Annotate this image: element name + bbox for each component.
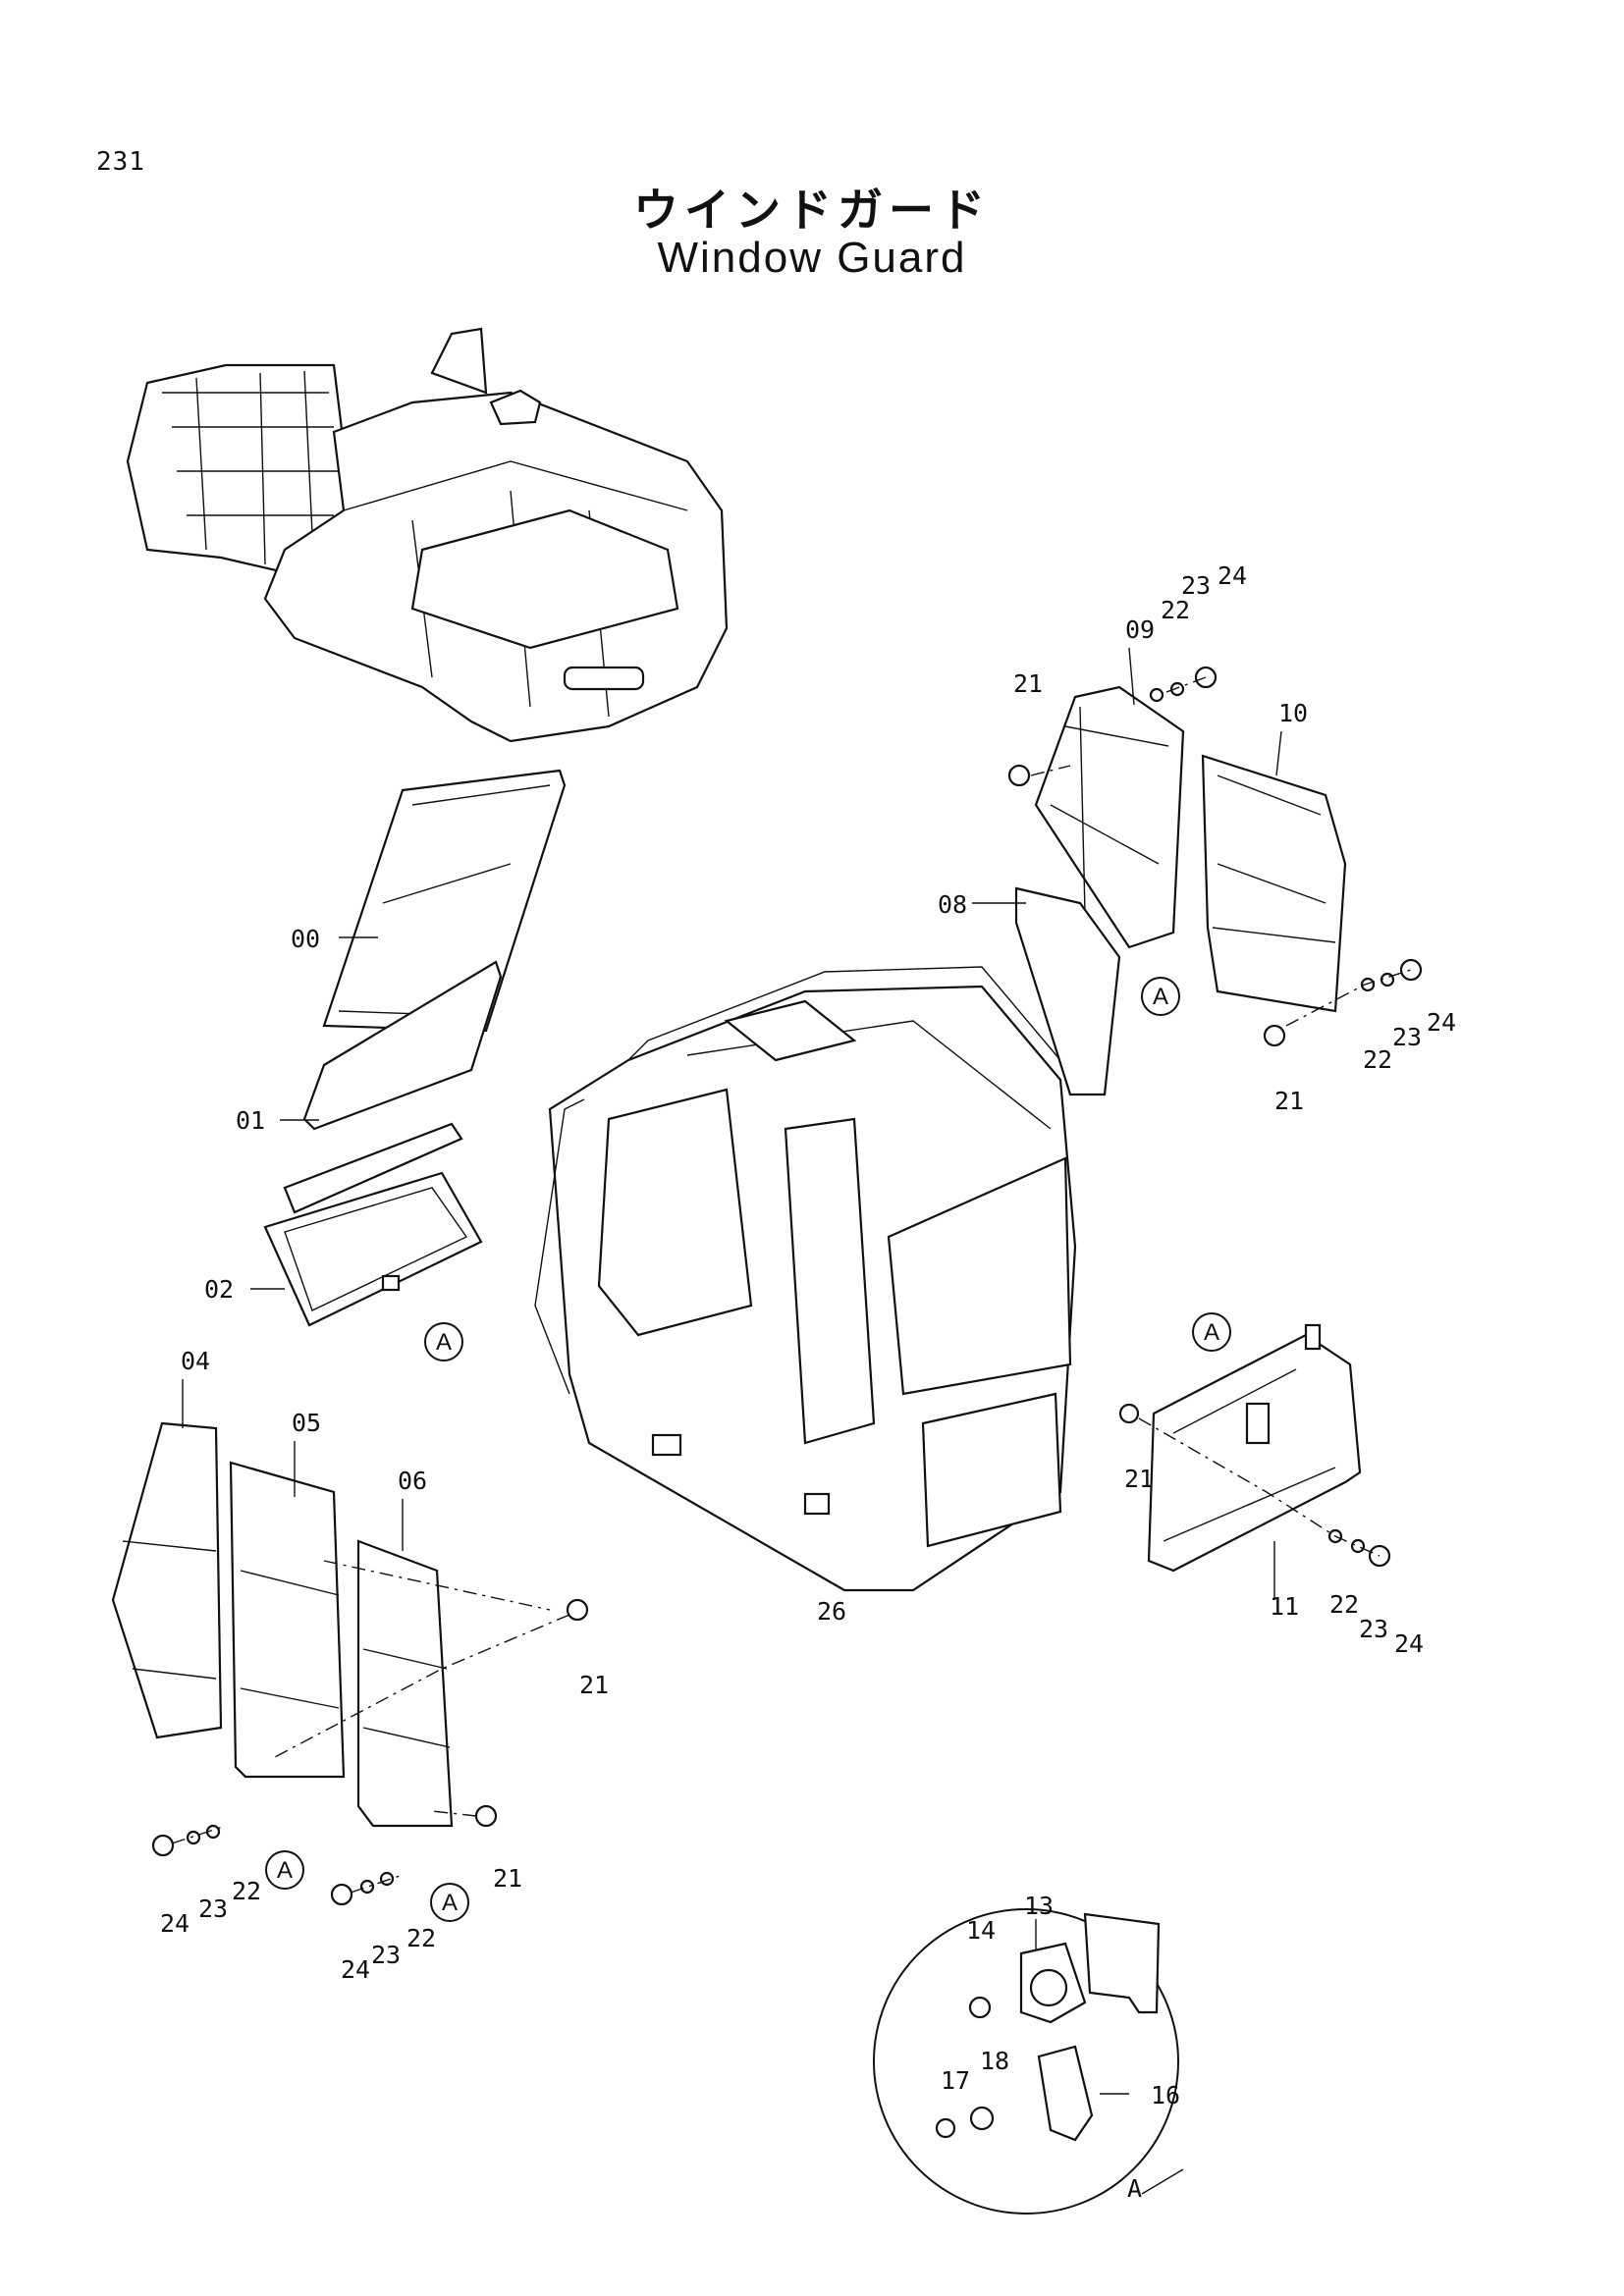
detail-callout-a: A: [265, 1850, 304, 1890]
part-label-13: 13: [1024, 1892, 1054, 1920]
detail-view-a: [873, 1908, 1179, 2215]
part-label-01: 01: [236, 1106, 265, 1135]
part-label-00: 00: [291, 925, 320, 953]
part-label-09: 09: [1125, 615, 1155, 644]
part-label-06: 06: [398, 1467, 427, 1495]
callout-letter: A: [1153, 984, 1168, 1010]
page-title-japanese: ウインドガード: [633, 184, 991, 237]
part-label-05: 05: [292, 1409, 321, 1437]
part-label-23: 23: [1392, 1023, 1422, 1051]
part-label-22: 22: [406, 1924, 436, 1952]
part-label-24: 24: [1218, 561, 1247, 590]
callout-letter: A: [1204, 1319, 1219, 1346]
part-label-21: 21: [579, 1671, 609, 1699]
leader-lines: [182, 647, 1282, 2195]
part-label-24: 24: [1394, 1629, 1424, 1658]
part-label-21: 21: [493, 1864, 522, 1893]
callout-circle: [430, 1883, 469, 1922]
part-label-21: 21: [1013, 669, 1043, 698]
fastener-hardware: [151, 666, 1423, 1906]
front-window-guard-panels: [263, 769, 567, 1327]
callout-letter: A: [277, 1857, 293, 1884]
detail-callout-a: A: [1141, 977, 1180, 1016]
part-label-10: 10: [1278, 699, 1308, 727]
detail-callout-a: A: [430, 1883, 469, 1922]
rear-window-guard-panels: [1014, 685, 1347, 1096]
part-label-11: 11: [1270, 1592, 1299, 1621]
part-label-24: 24: [160, 1909, 189, 1938]
page-number: 231: [96, 147, 145, 177]
part-label-02: 02: [204, 1275, 234, 1304]
part-label-24: 24: [1427, 1008, 1456, 1037]
part-label-23: 23: [198, 1895, 228, 1923]
detail-a-callouts: A A A A A: [265, 977, 1231, 1922]
part-label-22: 22: [1363, 1045, 1392, 1074]
part-label-26: 26: [817, 1597, 846, 1626]
callout-circle: [265, 1850, 304, 1890]
operator-cab-illustration: [534, 966, 1077, 1592]
part-label-24: 24: [341, 1955, 370, 1984]
assembly-centerlines: [171, 676, 1412, 1894]
part-label-23: 23: [1181, 571, 1211, 600]
part-label-17: 17: [941, 2066, 970, 2095]
page-title-english: Window Guard: [657, 234, 967, 282]
callout-letter: A: [442, 1890, 458, 1916]
part-label-22: 22: [1161, 596, 1190, 624]
part-label-23: 23: [1359, 1615, 1388, 1643]
side-window-guard-panels: [111, 1421, 454, 1828]
detail-callout-a: A: [1192, 1312, 1231, 1352]
part-label-22: 22: [1329, 1590, 1359, 1619]
part-label-14: 14: [966, 1916, 996, 1945]
part-label-16: 16: [1151, 2081, 1180, 2109]
part-label-18: 18: [980, 2047, 1009, 2075]
callout-circle: [1141, 977, 1180, 1016]
door-window-guard-panel: [1147, 1323, 1362, 1573]
part-label-08: 08: [938, 890, 967, 919]
callout-letter: A: [436, 1329, 452, 1356]
callout-circle: [424, 1322, 463, 1362]
part-label-23: 23: [371, 1941, 401, 1969]
detail-view-label: A: [1127, 2174, 1142, 2203]
part-label-21: 21: [1124, 1465, 1154, 1493]
callout-circle: [1192, 1312, 1231, 1352]
part-label-04: 04: [181, 1347, 210, 1375]
detail-callout-a: A: [424, 1322, 463, 1362]
excavator-overview-illustration: [126, 327, 729, 743]
part-label-22: 22: [232, 1877, 261, 1905]
part-label-21: 21: [1274, 1087, 1304, 1115]
